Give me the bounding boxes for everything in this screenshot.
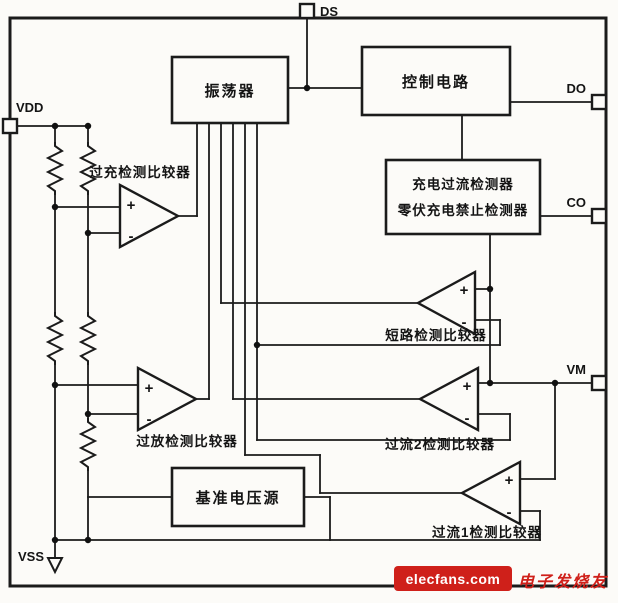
control-circuit-label: 控制电路 <box>402 73 470 91</box>
junction-dot <box>51 122 59 130</box>
resistor <box>45 312 65 365</box>
overcharge-comparator-label: 过充检测比较器 <box>89 164 191 180</box>
pin-ds <box>298 2 316 20</box>
wire-group <box>16 17 593 559</box>
pin-vdd-label: VDD <box>16 100 43 115</box>
minus-sign: - <box>147 411 152 428</box>
short-circuit-comparator-triangle <box>415 269 477 337</box>
pin-do <box>590 93 608 111</box>
reference-voltage-label: 基准电压源 <box>194 489 280 507</box>
plus-sign: + <box>463 378 472 395</box>
junction-dots <box>51 84 559 544</box>
watermark-suffix: 电子发烧友 <box>518 573 609 591</box>
pin-vdd <box>1 117 19 135</box>
pin-vss-label: VSS <box>18 549 44 564</box>
plus-sign: + <box>145 380 154 397</box>
junction-dot <box>51 203 59 211</box>
junction-dot <box>84 122 92 130</box>
pin-vm-label: VM <box>567 362 587 377</box>
plus-sign: + <box>505 472 514 489</box>
pin-co-label: CO <box>567 195 587 210</box>
oscillator-label: 振荡器 <box>204 82 255 100</box>
resistor <box>78 418 98 471</box>
overdischarge-comparator-triangle <box>136 365 199 433</box>
overcharge-comparator-triangle <box>118 182 181 250</box>
plus-sign: + <box>460 282 469 299</box>
minus-sign: - <box>129 228 134 245</box>
short-circuit-comparator-label: 短路检测比较器 <box>385 327 487 343</box>
watermark-badge <box>394 566 512 591</box>
watermark-brand: elecfans.com <box>406 571 501 587</box>
resistor <box>78 142 98 195</box>
charge-overcurrent-detector-label: 充电过流检测器 <box>412 176 514 192</box>
junction-dot <box>486 285 494 293</box>
charge-detector-box <box>384 158 542 236</box>
junction-dot <box>84 536 92 544</box>
overcurrent1-comparator-triangle <box>459 459 522 527</box>
overcurrent2-comparator-triangle <box>417 365 480 433</box>
minus-sign: - <box>507 504 512 521</box>
junction-dot <box>84 410 92 418</box>
overdischarge-comparator-label: 过放检测比较器 <box>136 433 238 449</box>
vss-ground-arrow <box>46 557 64 575</box>
junction-dot <box>253 341 261 349</box>
plus-sign: + <box>127 197 136 214</box>
junction-dot <box>51 536 59 544</box>
pin-do-label: DO <box>567 81 587 96</box>
junction-dot <box>303 84 311 92</box>
zero-volt-charge-inhibit-label: 零伏充电禁止检测器 <box>397 202 529 218</box>
minus-sign: - <box>465 410 470 427</box>
oscillator-box <box>170 55 290 125</box>
watermark: elecfans.com 电子发烧友 <box>394 566 609 591</box>
minus-sign: - <box>462 314 467 331</box>
pin-ds-label: DS <box>320 4 338 19</box>
junction-dot <box>51 381 59 389</box>
junction-dot <box>551 379 559 387</box>
overcurrent1-comparator-label: 过流1检测比较器 <box>432 524 542 540</box>
pin-co <box>590 207 608 225</box>
pin-vm <box>590 374 608 392</box>
overcurrent2-comparator-label: 过流2检测比较器 <box>385 436 495 452</box>
junction-dot <box>84 229 92 237</box>
reference-voltage-box <box>170 466 306 528</box>
resistor <box>45 142 65 195</box>
junction-dot <box>486 379 494 387</box>
ic-boundary <box>8 16 608 588</box>
control-circuit-box <box>360 45 512 117</box>
resistor <box>78 312 98 365</box>
